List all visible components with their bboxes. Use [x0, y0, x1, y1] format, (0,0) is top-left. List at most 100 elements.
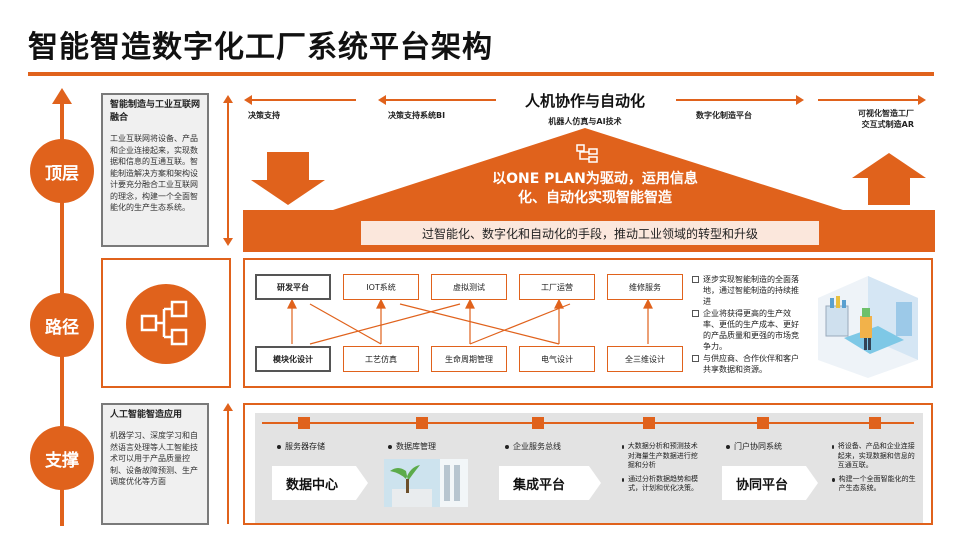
layer-badge-top: 顶层 — [30, 139, 94, 203]
node-3d-design: 全三维设计 — [607, 346, 683, 372]
platform-collaboration: 协同平台 — [722, 466, 806, 500]
node-maintenance: 维修服务 — [607, 274, 683, 300]
support-item-label: 服务器存储 — [285, 442, 325, 451]
path-connections — [287, 300, 653, 345]
label-decision-support: 决策支持 — [248, 111, 280, 120]
bullet-dot-icon — [622, 445, 624, 449]
connector-line — [252, 99, 356, 101]
checkbox-icon — [692, 276, 699, 283]
flow-icon-circle — [126, 284, 206, 364]
support-item: 门户协同系统 — [726, 441, 782, 452]
note-text: 通过分析数据趋势和模式，计划和优化决策。 — [628, 474, 699, 493]
path-bullets: 逐步实现智能制造的全面落地，通过智能制造的持续推进 企业将获得更高的生产效率、更… — [692, 274, 804, 376]
bullet-item: 企业将获得更高的生产效率、更低的生产成本、更好的产品质量和更强的市场竞争力。 — [692, 308, 804, 352]
timeline-marker — [757, 417, 769, 429]
connector-line — [818, 99, 918, 101]
node-lifecycle: 生命周期管理 — [431, 346, 507, 372]
note-item: 大数据分析和预测技术对海量生产数据进行挖掘和分析 — [622, 442, 700, 471]
bullet-text: 逐步实现智能制造的全面落地，通过智能制造的持续推进 — [703, 275, 799, 306]
support-item: 数据库管理 — [388, 441, 436, 452]
connector-line — [386, 99, 496, 101]
arrow-left-icon — [378, 95, 386, 105]
roof-shape — [333, 128, 843, 210]
node-factory-ops: 工厂运营 — [519, 274, 595, 300]
bullet-dot-icon — [622, 477, 625, 482]
connector-line — [227, 102, 229, 238]
support-notes-b: 将设备、产品和企业连接起来，实现数据和信息的互通互联。 构建一个全面智能化的生产… — [832, 442, 918, 498]
label-visual-line2: 交互式制造AR — [861, 120, 914, 129]
node-process-sim: 工艺仿真 — [343, 346, 419, 372]
page-title: 智能智造数字化工厂系统平台架构 — [28, 30, 493, 65]
bullet-text: 与供应商、合作伙伴和客户共享数据和资源。 — [703, 354, 799, 374]
connector-line — [227, 410, 229, 524]
chevron-right-icon — [356, 466, 368, 500]
label-decision-bi: 决策支持系统BI — [388, 111, 446, 120]
arrow-right-icon — [918, 95, 926, 105]
arrow-right-icon — [796, 95, 804, 105]
chevron-right-icon — [806, 466, 818, 500]
hierarchy-icon — [576, 144, 598, 163]
platform-data-center: 数据中心 — [272, 466, 356, 500]
support-item-label: 门户协同系统 — [734, 442, 782, 451]
note-item: 将设备、产品和企业连接起来，实现数据和信息的互通互联。 — [832, 442, 918, 471]
bullet-dot-icon — [277, 444, 281, 449]
side-box-integration: 智能制造与工业互联网融合 工业互联网将设备、产品和企业连接起来，实现数据和信息的… — [101, 93, 209, 247]
bullet-text: 企业将获得更高的生产效率、更低的生产成本、更好的产品质量和更强的市场竞争力。 — [703, 309, 799, 351]
bullet-dot-icon — [388, 444, 392, 449]
node-electrical-design: 电气设计 — [519, 346, 595, 372]
title-divider — [28, 72, 934, 76]
platform-integration: 集成平台 — [499, 466, 589, 500]
arrow-down-icon — [223, 238, 233, 246]
big-up-arrow-icon — [852, 153, 926, 205]
arrow-up-icon — [223, 403, 233, 411]
connector-line — [676, 99, 796, 101]
chevron-right-icon — [589, 466, 601, 500]
bullet-dot-icon — [505, 444, 509, 449]
label-visual-factory: 可视化智造工厂 交互式制造AR — [858, 108, 914, 130]
checkbox-icon — [692, 310, 699, 317]
note-text: 将设备、产品和企业连接起来，实现数据和信息的互通互联。 — [837, 442, 915, 469]
support-notes-a: 大数据分析和预测技术对海量生产数据进行挖掘和分析 通过分析数据趋势和模式，计划和… — [622, 442, 700, 498]
side-box-heading: 智能制造与工业互联网融合 — [110, 100, 201, 123]
support-frame — [243, 403, 933, 525]
center-title: 人机协作与自动化 — [524, 92, 645, 110]
timeline-marker — [869, 417, 881, 429]
flowchart-icon — [140, 300, 188, 346]
node-virtual-test: 虚拟测试 — [431, 274, 507, 300]
side-box-heading: 人工智能智造应用 — [110, 410, 183, 420]
transformation-banner: 过智能化、数字化和自动化的手段，推动工业领域的转型和升级 — [360, 220, 820, 246]
center-subtitle: 机器人仿真与AI技术 — [548, 117, 622, 126]
center-heading-block: 人机协作与自动化 机器人仿真与AI技术 — [500, 90, 670, 127]
support-item: 企业服务总线 — [505, 441, 561, 452]
side-box-body: 工业互联网将设备、产品和企业连接起来，实现数据和信息的互通互联。智能制造解决方案… — [110, 134, 198, 212]
note-item: 通过分析数据趋势和模式，计划和优化决策。 — [622, 475, 700, 494]
note-item: 构建一个全面智能化的生产生态系统。 — [832, 475, 918, 494]
layer-badge-path: 路径 — [30, 293, 94, 357]
layer-badge-support: 支撑 — [30, 426, 94, 490]
bullet-dot-icon — [726, 444, 730, 449]
bullet-item: 逐步实现智能制造的全面落地，通过智能制造的持续推进 — [692, 274, 804, 307]
bullet-dot-icon — [832, 445, 834, 449]
side-box-ai: 人工智能智造应用 机器学习、深度学习和自然语言处理等人工智能技术可以用于产品质量… — [101, 403, 209, 525]
timeline-marker — [416, 417, 428, 429]
node-modular-design: 模块化设计 — [255, 346, 331, 372]
node-iot-system: IOT系统 — [343, 274, 419, 300]
arrow-up-icon — [223, 95, 233, 103]
path-icon-frame — [101, 258, 231, 388]
note-text: 构建一个全面智能化的生产生态系统。 — [838, 474, 916, 493]
support-item: 服务器存储 — [277, 441, 325, 452]
checkbox-icon — [692, 355, 699, 362]
timeline-marker — [298, 417, 310, 429]
note-text: 大数据分析和预测技术对海量生产数据进行挖掘和分析 — [627, 442, 698, 469]
axis-up-arrow-icon — [52, 88, 72, 104]
side-box-body: 机器学习、深度学习和自然语言处理等人工智能技术可以用于产品质量控制、设备故障预测… — [110, 431, 198, 486]
label-visual-line1: 可视化智造工厂 — [858, 109, 914, 118]
label-digital-platform: 数字化制造平台 — [696, 111, 752, 120]
timeline-marker — [643, 417, 655, 429]
support-item-label: 企业服务总线 — [513, 442, 561, 451]
support-timeline — [262, 422, 914, 424]
bullet-dot-icon — [832, 477, 835, 482]
support-item-label: 数据库管理 — [396, 442, 436, 451]
big-down-arrow-icon — [251, 152, 325, 205]
factory-illustration — [818, 276, 918, 378]
